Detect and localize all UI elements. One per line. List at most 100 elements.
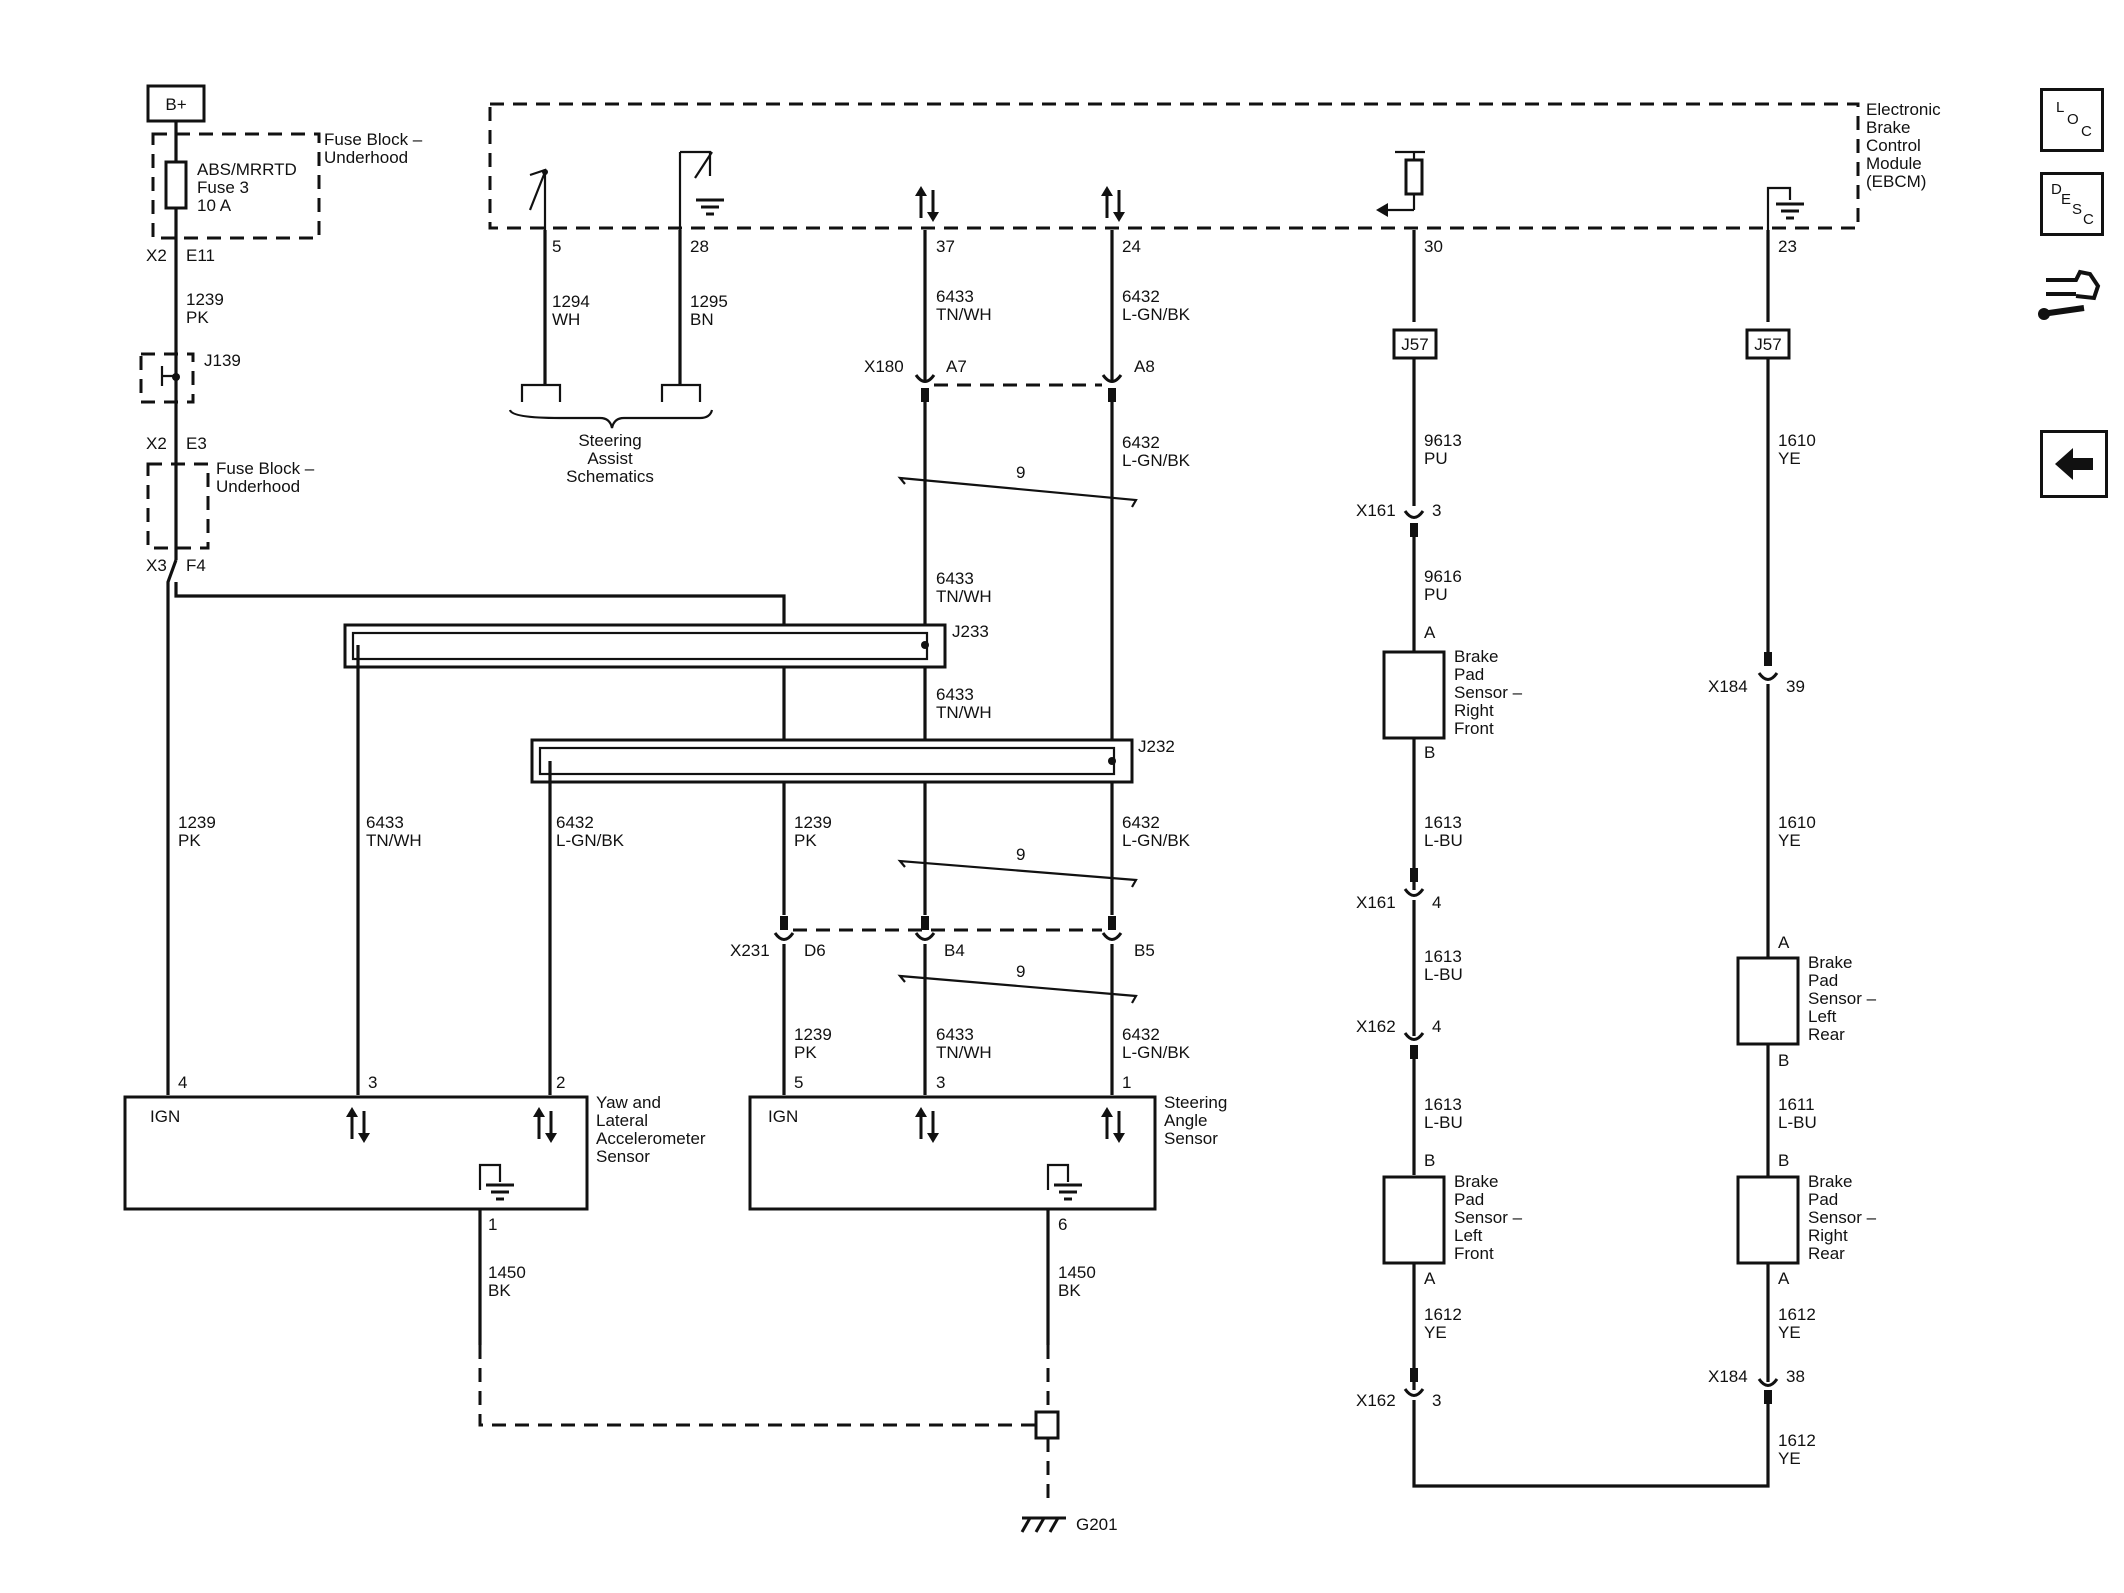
ebcm-label5: (EBCM) bbox=[1866, 172, 1926, 191]
pin-label-yaw-1: 1 bbox=[488, 1215, 497, 1234]
pin-label-x184a-39: 39 bbox=[1786, 677, 1805, 696]
wire-color-lgnbke: L-GN/BK bbox=[1122, 1043, 1191, 1062]
wire-color-pub: PU bbox=[1424, 585, 1448, 604]
pin-label-x161b-4: 4 bbox=[1432, 893, 1441, 912]
wire-num-6432a: 6432 bbox=[1122, 287, 1160, 306]
wire-color-tnwhe: TN/WH bbox=[936, 1043, 992, 1062]
wire-color-bkb: BK bbox=[1058, 1281, 1081, 1300]
bp-rr-label1: Brake bbox=[1808, 1172, 1852, 1191]
pin-label-x162b-3: 3 bbox=[1432, 1391, 1441, 1410]
bp-lf-label1: Brake bbox=[1454, 1172, 1498, 1191]
wire-num-1612b: 1612 bbox=[1778, 1305, 1816, 1324]
wire-color-pka: PK bbox=[186, 308, 209, 327]
bp-lr-label3: Sensor – bbox=[1808, 989, 1877, 1008]
wire-num-1613a: 1613 bbox=[1424, 813, 1462, 832]
pin-label-e11: E11 bbox=[186, 246, 215, 265]
pin-label-lr-a: A bbox=[1778, 933, 1790, 952]
bp-rf-label3: Sensor – bbox=[1454, 683, 1523, 702]
pin-label-d6: D6 bbox=[804, 941, 826, 960]
wire-num-6432d: 6432 bbox=[1122, 813, 1160, 832]
pin-label-x184b-38: 38 bbox=[1786, 1367, 1805, 1386]
conn-label-x180: X180 bbox=[864, 357, 904, 376]
description-button[interactable]: D E S C bbox=[2040, 172, 2104, 236]
pin-label-yaw-2: 2 bbox=[556, 1073, 565, 1092]
fuse-block-mid bbox=[146, 462, 210, 550]
wire-num-1610a: 1610 bbox=[1778, 431, 1816, 450]
brake-pad-sensor-lr bbox=[1736, 956, 1800, 1046]
pin-label-a7: A7 bbox=[946, 357, 967, 376]
bp-rr-label5: Rear bbox=[1808, 1244, 1845, 1263]
splice-j139 bbox=[139, 352, 195, 404]
splice-label-j139: J139 bbox=[204, 351, 241, 370]
wire-num-6433c: 6433 bbox=[936, 685, 974, 704]
splice-pack-j232 bbox=[530, 738, 1134, 784]
pin-label-sas-5: 5 bbox=[794, 1073, 803, 1092]
location-button[interactable]: L O C bbox=[2040, 88, 2104, 152]
pin-label-30: 30 bbox=[1424, 237, 1443, 256]
pin-label-sas-3: 3 bbox=[936, 1073, 945, 1092]
bp-rr-label4: Right bbox=[1808, 1226, 1848, 1245]
pin-label-b4: B4 bbox=[944, 941, 965, 960]
brake-pad-sensor-rr bbox=[1736, 1175, 1800, 1265]
pin-label-23: 23 bbox=[1778, 237, 1797, 256]
splice-pack-j233 bbox=[343, 623, 947, 669]
wire-num-1610b: 1610 bbox=[1778, 813, 1816, 832]
bp-rr-label3: Sensor – bbox=[1808, 1208, 1877, 1227]
wire-num-1450a: 1450 bbox=[488, 1263, 526, 1282]
yaw-label1: Yaw and bbox=[596, 1093, 661, 1112]
bp-rf-label5: Front bbox=[1454, 719, 1494, 738]
fuse-block-top-label2: Underhood bbox=[324, 148, 408, 167]
pin-label-37: 37 bbox=[936, 237, 955, 256]
pin-label-e3: E3 bbox=[186, 434, 207, 453]
wire-num-1612c: 1612 bbox=[1778, 1431, 1816, 1450]
conn-label-x184b: X184 bbox=[1708, 1367, 1748, 1386]
wire-color-tnwha: TN/WH bbox=[936, 305, 992, 324]
fuse-label2: Fuse 3 bbox=[197, 178, 249, 197]
sas-ign-label: IGN bbox=[768, 1107, 798, 1126]
conn-label-x161a: X161 bbox=[1356, 501, 1396, 520]
repair-info-button[interactable] bbox=[2036, 250, 2108, 330]
wire-color-yea: YE bbox=[1424, 1323, 1447, 1342]
wire-color-pua: PU bbox=[1424, 449, 1448, 468]
splice-label-j233: J233 bbox=[952, 622, 989, 641]
wire-color-yed: YE bbox=[1778, 1323, 1801, 1342]
bp-rf-label4: Right bbox=[1454, 701, 1494, 720]
ebcm-label4: Module bbox=[1866, 154, 1922, 173]
conn-label-x161b: X161 bbox=[1356, 893, 1396, 912]
bp-lf-label2: Pad bbox=[1454, 1190, 1484, 1209]
wire-color-lbub: L-BU bbox=[1424, 965, 1463, 984]
wire-color-lbua: L-BU bbox=[1424, 831, 1463, 850]
conn-label-x162a: X162 bbox=[1356, 1017, 1396, 1036]
pin-label-yaw-4: 4 bbox=[178, 1073, 187, 1092]
steering-assist-label3: Schematics bbox=[566, 467, 654, 486]
hand-wrench-icon bbox=[2038, 269, 2101, 320]
wire-color-pkc: PK bbox=[794, 831, 817, 850]
wire-color-wh: WH bbox=[552, 310, 580, 329]
ebcm-label2: Brake bbox=[1866, 118, 1910, 137]
wire-num-6433b: 6433 bbox=[936, 569, 974, 588]
conn-label-j57b: J57 bbox=[1754, 335, 1781, 354]
steering-assist-label1: Steering bbox=[578, 431, 641, 450]
bp-rf-label2: Pad bbox=[1454, 665, 1484, 684]
ebcm-label3: Control bbox=[1866, 136, 1921, 155]
twist-label-2: 9 bbox=[1016, 845, 1025, 864]
loc-letter-l: L bbox=[2056, 99, 2065, 116]
wire-color-pkb: PK bbox=[178, 831, 201, 850]
fuse-block-top-label1: Fuse Block – bbox=[324, 130, 423, 149]
pin-label-rf-b: B bbox=[1424, 743, 1435, 762]
loc-letter-o: O bbox=[2067, 111, 2079, 128]
fuse-block-top bbox=[151, 132, 321, 240]
sas-label3: Sensor bbox=[1164, 1129, 1218, 1148]
steering-assist-label2: Assist bbox=[587, 449, 633, 468]
wire-color-lgnbka: L-GN/BK bbox=[1122, 305, 1191, 324]
wire-num-9613: 9613 bbox=[1424, 431, 1462, 450]
wire-color-lgnbkb: L-GN/BK bbox=[1122, 451, 1191, 470]
pin-label-x161a-3: 3 bbox=[1432, 501, 1441, 520]
pin-label-b5: B5 bbox=[1134, 941, 1155, 960]
wire-color-tnwhb: TN/WH bbox=[936, 587, 992, 606]
wire-num-6433e: 6433 bbox=[936, 1025, 974, 1044]
wire-num-6433a: 6433 bbox=[936, 287, 974, 306]
ebcm-module bbox=[488, 102, 1860, 230]
back-button[interactable] bbox=[2040, 430, 2108, 498]
conn-label-x162b: X162 bbox=[1356, 1391, 1396, 1410]
